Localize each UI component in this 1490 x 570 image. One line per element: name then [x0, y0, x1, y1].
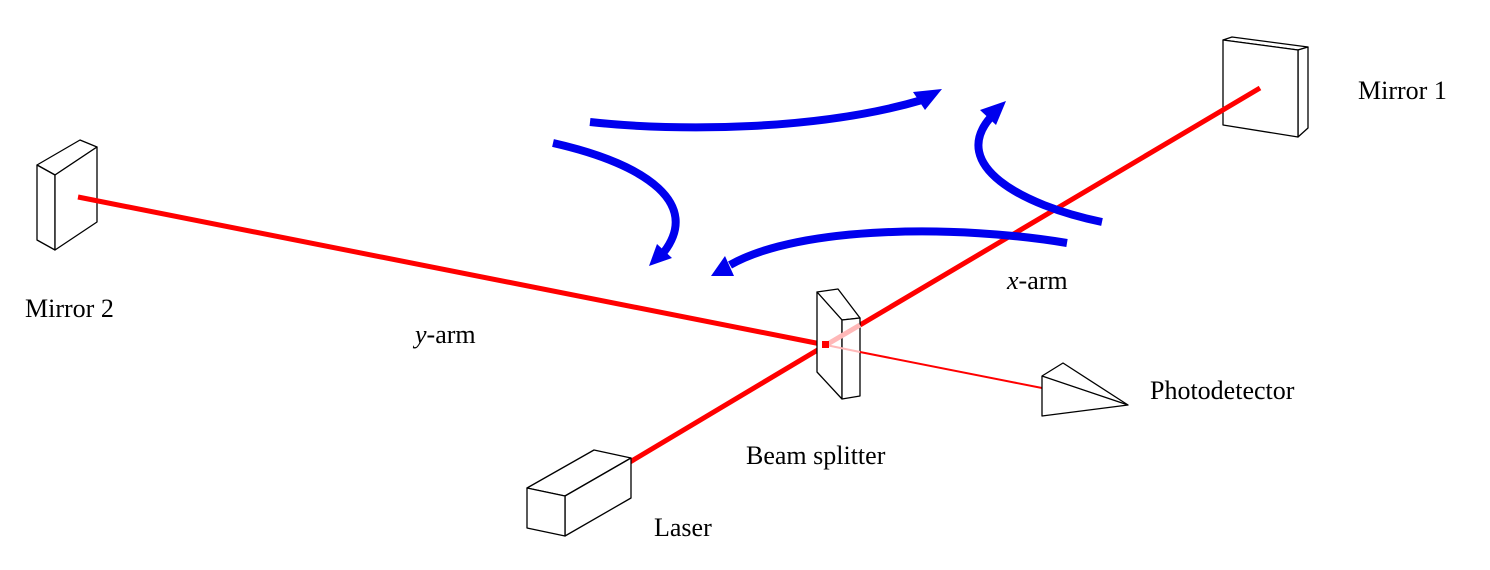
beam-split-point [822, 341, 829, 348]
x-arm-suffix: -arm [1018, 266, 1068, 295]
x-arm-beam-upper [858, 85, 1262, 328]
x-arm-variable: x [1007, 266, 1019, 295]
x-arm-beam-lower [628, 342, 828, 465]
y-arm-suffix: -arm [426, 320, 476, 349]
mirror-1 [1222, 36, 1309, 138]
output-beam [859, 351, 1043, 389]
y-arm-beam [77, 194, 827, 348]
arrow-left [552, 139, 680, 266]
label-mirror-1: Mirror 1 [1358, 76, 1447, 105]
mirror-2 [36, 139, 98, 251]
label-laser: Laser [654, 513, 712, 542]
label-x-arm: x-arm [1007, 268, 1068, 294]
y-arm-variable: y [415, 320, 427, 349]
laser [526, 449, 632, 537]
label-photodetector: Photodetector [1150, 376, 1295, 405]
output-beam-faded [825, 344, 861, 353]
arrow-right [974, 101, 1103, 226]
photodetector [1041, 362, 1129, 417]
arrow-top [589, 89, 942, 132]
arrow-bottom [711, 227, 1068, 276]
label-beam-splitter: Beam splitter [746, 441, 886, 470]
beam-through-splitter [824, 322, 862, 348]
label-mirror-2: Mirror 2 [25, 294, 114, 323]
label-y-arm: y-arm [415, 322, 476, 348]
